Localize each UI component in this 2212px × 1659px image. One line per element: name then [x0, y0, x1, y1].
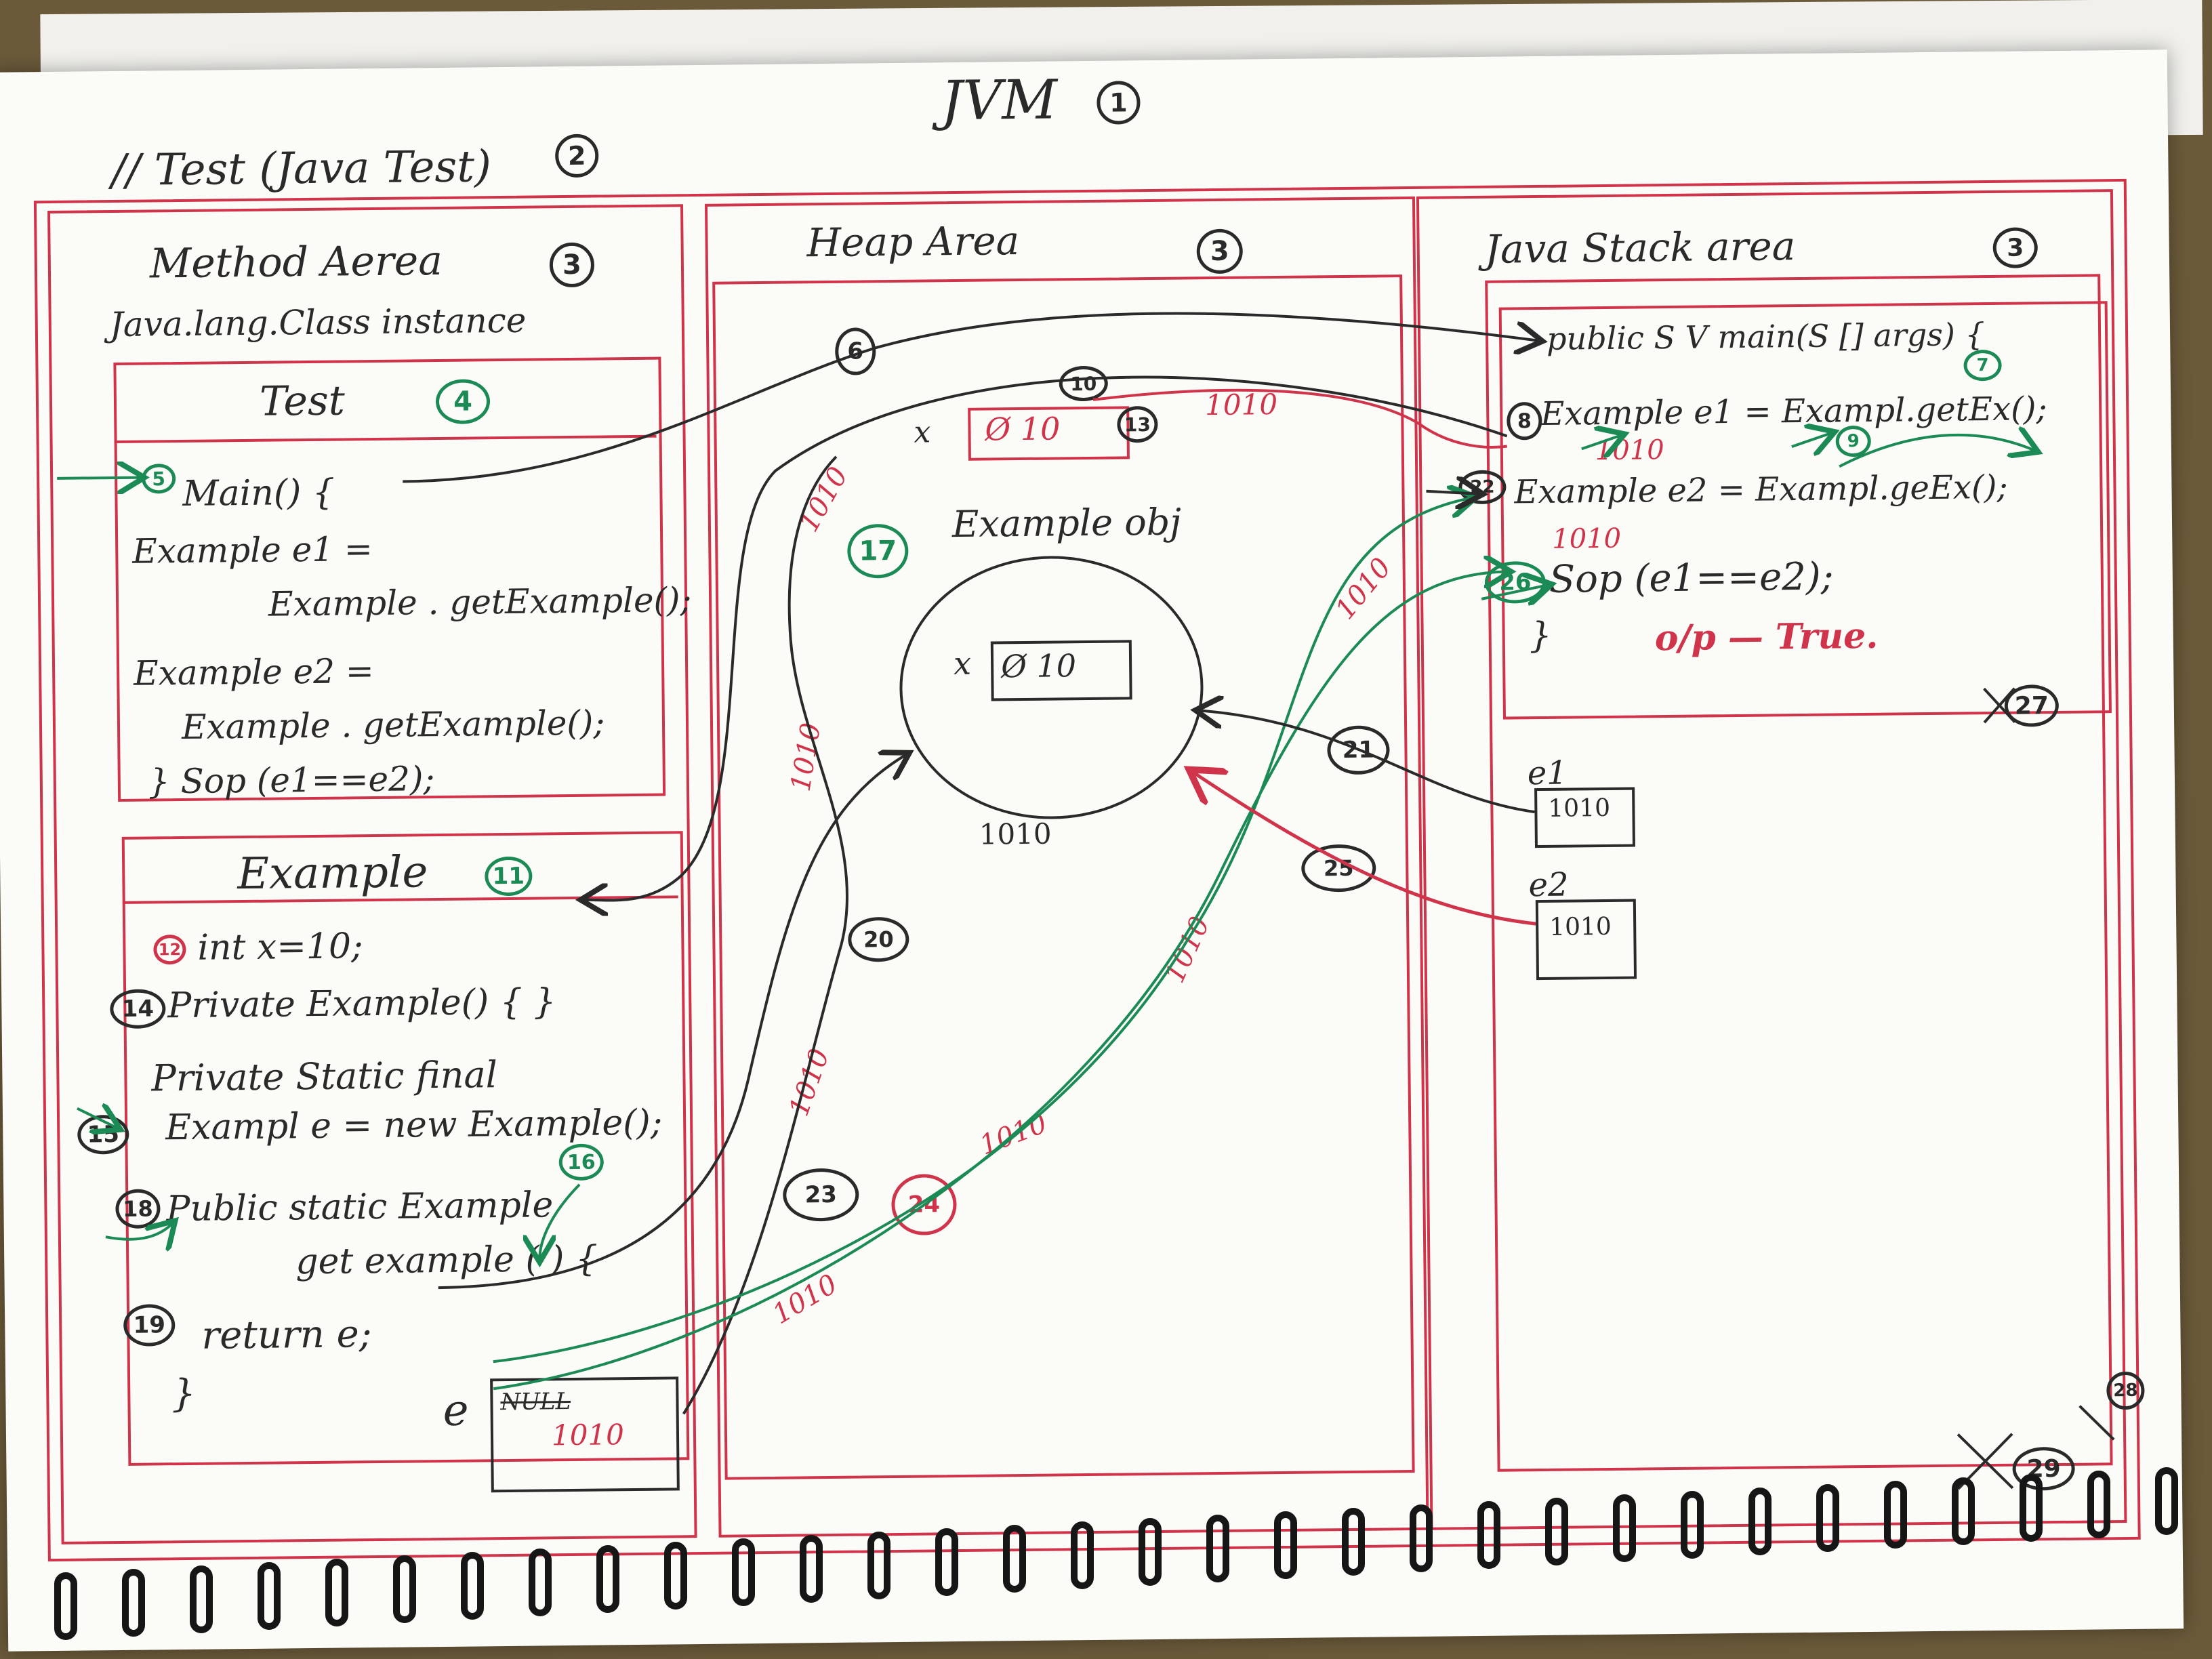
- arrows-overlay: [57, 312, 2115, 1490]
- cross-mark-28: [2078, 1405, 2115, 1441]
- binding-coil: [1952, 1477, 1975, 1545]
- arrow-e1-to-heap: [1198, 707, 1535, 814]
- arrow-into-static: [77, 1108, 118, 1129]
- binding-coil: [461, 1552, 484, 1620]
- arrow-top-red: [1092, 388, 1508, 449]
- binding-coil: [1681, 1491, 1704, 1559]
- binding-coil: [1003, 1525, 1026, 1593]
- arrow-e1-return-up2: [1581, 435, 1622, 449]
- binding-coil: [1206, 1515, 1229, 1582]
- binding-coil: [393, 1555, 416, 1623]
- binding-coil: [732, 1538, 755, 1606]
- binding-coil: [1748, 1488, 1771, 1555]
- cross-mark-27: [1983, 687, 2016, 724]
- binding-coil: [2020, 1474, 2043, 1542]
- binding-coil: [529, 1549, 552, 1616]
- arrow-static-var-up: [682, 455, 848, 1415]
- arrow-stack-to-example-class: [578, 375, 1508, 901]
- arrow-return-to-stack-e2: [493, 497, 1483, 1364]
- binding-coil: [1613, 1494, 1636, 1562]
- binding-coil: [1884, 1481, 1907, 1549]
- binding-coil: [54, 1572, 77, 1640]
- binding-coil: [867, 1532, 890, 1599]
- arrow-into-getter: [105, 1223, 173, 1240]
- binding-coil: [190, 1565, 213, 1633]
- binding-coil: [1477, 1501, 1500, 1569]
- binding-coil: [2087, 1471, 2110, 1538]
- arrow-e2-to-heap: [1192, 768, 1536, 926]
- binding-coil: [325, 1559, 348, 1626]
- arrow-e1-return-up: [1791, 432, 1832, 447]
- binding-coil: [596, 1545, 619, 1613]
- binding-coil: [2155, 1467, 2178, 1535]
- arrow-getter-to-heap: [438, 754, 913, 1290]
- binding-coil: [1545, 1498, 1568, 1565]
- binding-coil: [664, 1542, 687, 1610]
- binding-coil: [1342, 1508, 1365, 1576]
- binding-coil: [935, 1528, 958, 1596]
- binding-coil: [1139, 1518, 1162, 1586]
- binding-coil: [800, 1535, 823, 1603]
- arrow-new-to-getter: [539, 1183, 581, 1260]
- notebook-page: JVM 1 // Test (Java Test) 2 Method Aerea…: [0, 49, 2184, 1652]
- binding-coil: [122, 1569, 145, 1637]
- arrow-into-sop-line: [1481, 585, 1549, 599]
- binding-coil: [1410, 1504, 1433, 1572]
- binding-coil: [1071, 1521, 1094, 1589]
- binding-coil: [1274, 1511, 1297, 1579]
- binding-coil: [1816, 1484, 1839, 1552]
- arrow-getex-curve: [1839, 434, 2036, 468]
- arrow-main-to-stack: [403, 312, 1541, 483]
- arrow-return-to-stack-sop: [493, 571, 1517, 1391]
- binding-coil: [258, 1562, 281, 1630]
- arrow-into-e2-line: [1426, 491, 1480, 495]
